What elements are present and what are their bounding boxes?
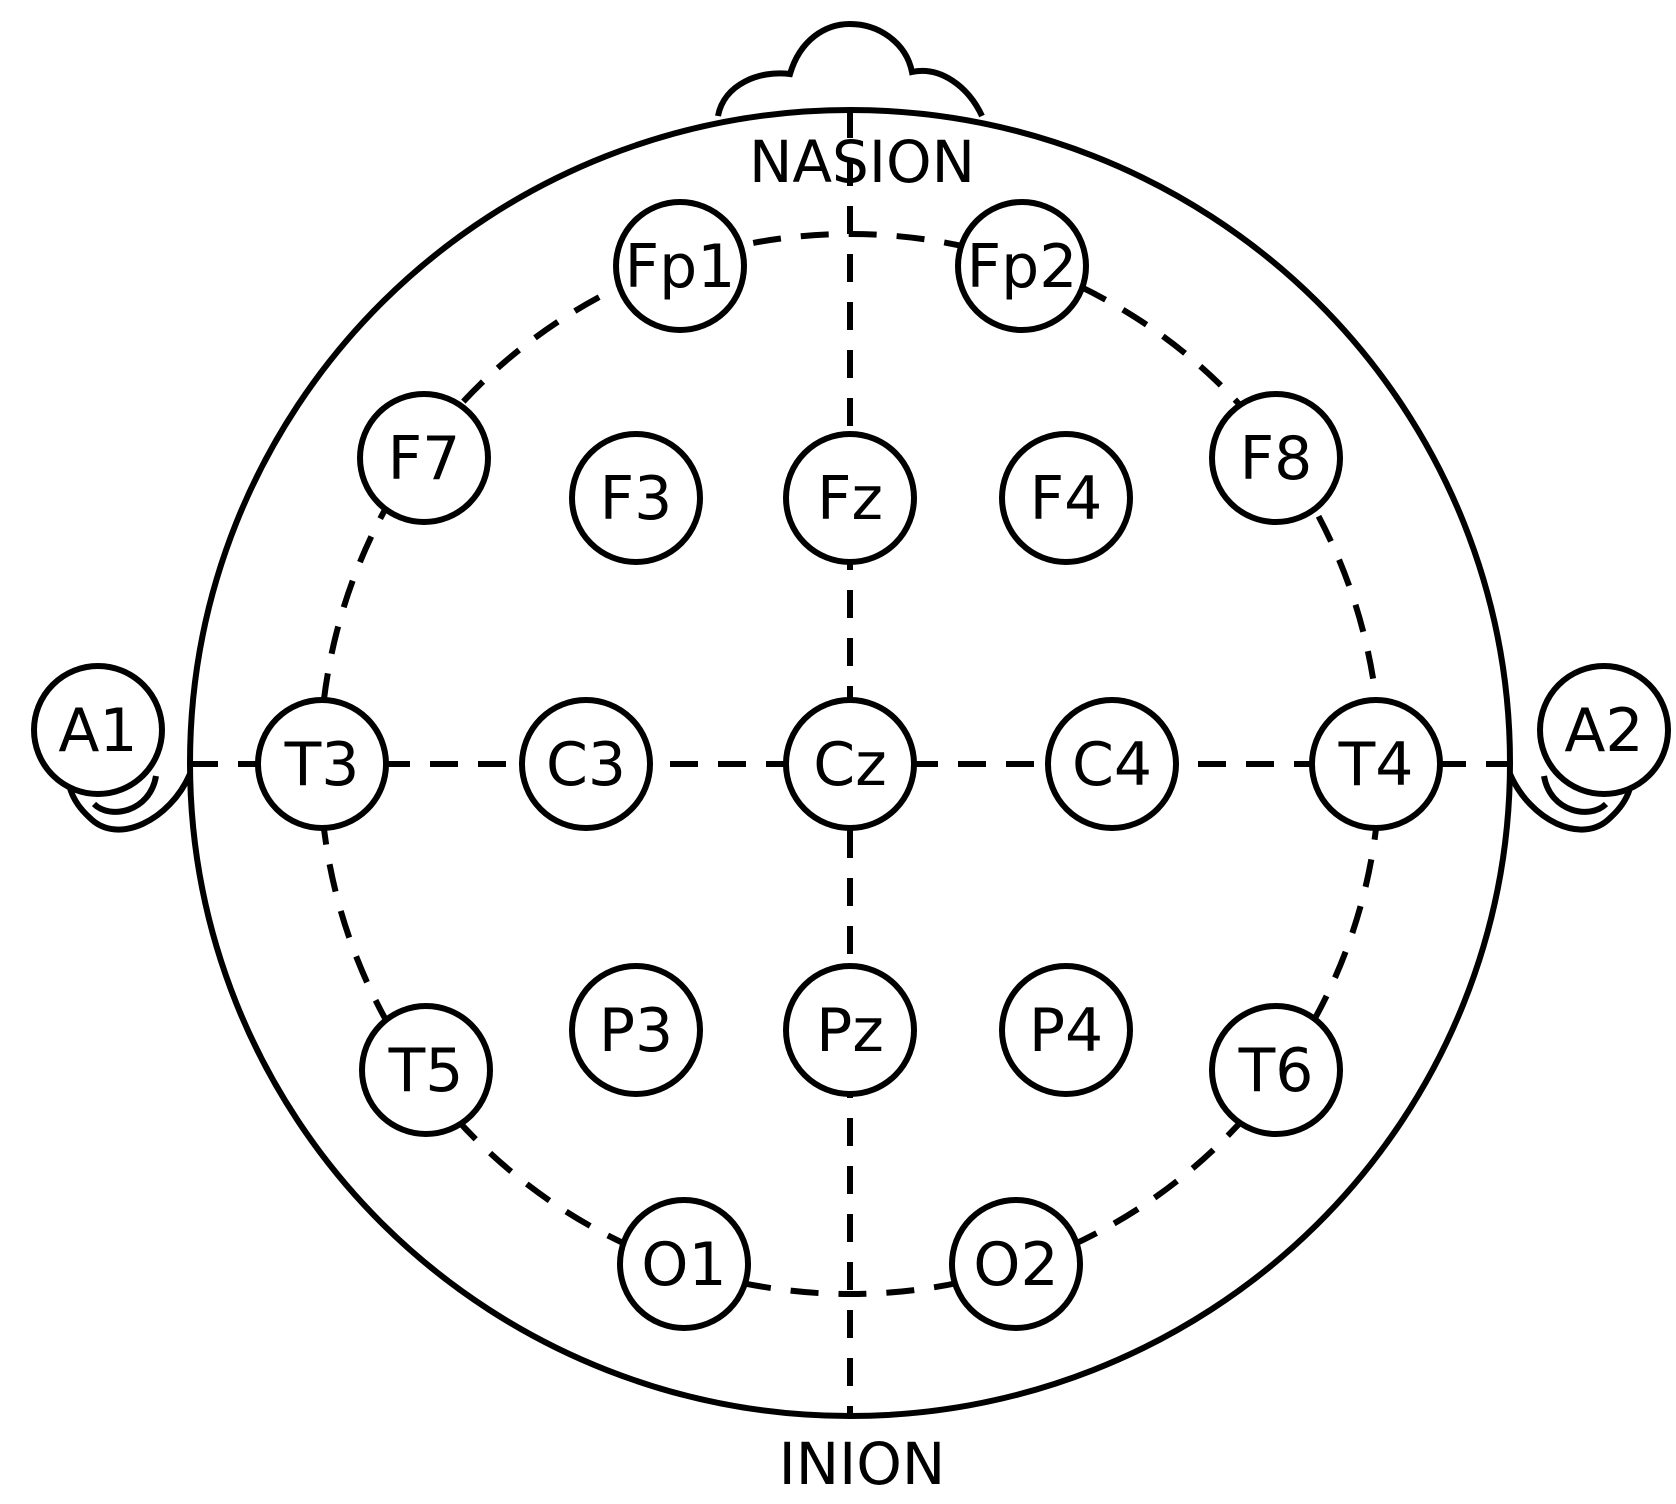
electrode-p3: P3 (569, 963, 703, 1097)
svg-text:Pz: Pz (816, 996, 884, 1066)
svg-text:P3: P3 (599, 996, 673, 1066)
svg-text:Fz: Fz (817, 464, 883, 534)
electrode-c3: C3 (519, 697, 653, 831)
electrode-f8: F8 (1209, 391, 1343, 525)
electrode-fp2: Fp2 (955, 199, 1089, 333)
electrode-o2: O2 (949, 1197, 1083, 1331)
svg-text:T4: T4 (1338, 730, 1414, 800)
svg-text:F3: F3 (600, 464, 673, 534)
electrode-f7: F7 (357, 391, 491, 525)
svg-text:C3: C3 (546, 730, 626, 800)
electrode-fz: Fz (783, 431, 917, 565)
electrode-o1: O1 (617, 1197, 751, 1331)
electrode-f3: F3 (569, 431, 703, 565)
electrode-t5: T5 (359, 1003, 493, 1137)
nasion-label: NASION (749, 128, 975, 196)
svg-text:O2: O2 (973, 1230, 1058, 1300)
electrode-cz: Cz (783, 697, 917, 831)
electrode-t3: T3 (255, 697, 389, 831)
svg-text:P4: P4 (1029, 996, 1103, 1066)
svg-text:Fp2: Fp2 (967, 232, 1078, 302)
svg-text:O1: O1 (641, 1230, 726, 1300)
electrode-fp1: Fp1 (613, 199, 747, 333)
electrode-p4: P4 (999, 963, 1133, 1097)
svg-text:Fp1: Fp1 (625, 232, 736, 302)
electrode-pz: Pz (783, 963, 917, 1097)
svg-text:T5: T5 (388, 1036, 464, 1106)
svg-text:A1: A1 (58, 696, 137, 766)
inion-label: INION (779, 1430, 946, 1498)
svg-text:T3: T3 (284, 730, 360, 800)
svg-text:A2: A2 (1564, 696, 1643, 766)
svg-text:Cz: Cz (813, 730, 886, 800)
electrode-a1: A1 (31, 663, 165, 797)
electrode-t6: T6 (1209, 1003, 1343, 1137)
svg-text:F7: F7 (388, 424, 461, 494)
svg-text:F8: F8 (1240, 424, 1313, 494)
svg-text:T6: T6 (1238, 1036, 1314, 1106)
svg-text:C4: C4 (1072, 730, 1152, 800)
electrode-c4: C4 (1045, 697, 1179, 831)
electrode-t4: T4 (1309, 697, 1443, 831)
electrode-f4: F4 (999, 431, 1133, 565)
electrode-a2: A2 (1537, 663, 1671, 797)
svg-text:F4: F4 (1030, 464, 1103, 534)
nose-outline (715, 20, 985, 118)
